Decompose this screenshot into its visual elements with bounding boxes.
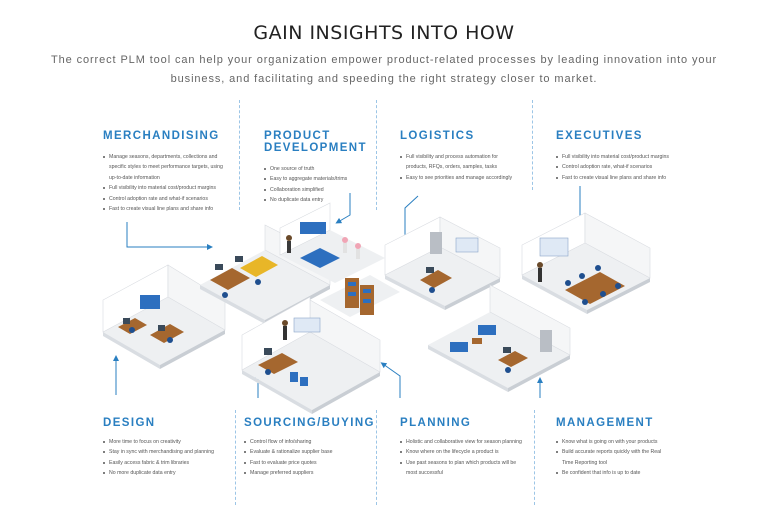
list-item: No more duplicate data entry — [103, 468, 228, 478]
section-title-line1: PRODUCT — [264, 130, 331, 142]
list-item: Stay in sync with merchandising and plan… — [103, 447, 228, 457]
connector-merchandising — [126, 222, 213, 250]
bullet-list: Control flow of info/sharing Evaluate & … — [244, 437, 369, 479]
bullet-list: Full visibility into material cost/produ… — [556, 152, 686, 183]
divider-top-1 — [239, 100, 240, 210]
list-item: Use past seasons to plan which products … — [400, 458, 528, 479]
list-item: Manage preferred suppliers — [244, 468, 369, 478]
section-title: MERCHANDISING — [103, 130, 220, 142]
page-subtitle: The correct PLM tool can help your organ… — [50, 54, 718, 85]
divider-bottom-3 — [534, 410, 535, 505]
list-item: Evaluate & rationalize supplier base — [244, 447, 369, 457]
list-item: Fast to create visual line plans and sha… — [556, 173, 686, 183]
list-item: Manage seasons, departments, collections… — [103, 152, 231, 183]
bullet-list: More time to focus on creativity Stay in… — [103, 437, 228, 479]
section-sourcing-buying: SOURCING/BUYING Control flow of info/sha… — [244, 417, 375, 479]
section-design: DESIGN More time to focus on creativity … — [103, 417, 228, 479]
bullet-list: Holistic and collaborative view for seas… — [400, 437, 528, 479]
bullet-list: Know what is going on with your products… — [556, 437, 671, 479]
section-title: PLANNING — [400, 417, 472, 429]
list-item: Full visibility and process automation f… — [400, 152, 520, 173]
room-management — [428, 284, 571, 392]
divider-bottom-1 — [235, 410, 236, 505]
bullet-list: One source of truth Easy to aggregate ma… — [264, 164, 374, 206]
list-item: Holistic and collaborative view for seas… — [400, 437, 528, 447]
section-title: LOGISTICS — [400, 130, 475, 142]
list-item: Collaboration simplified — [264, 185, 374, 195]
list-item: Build accurate reports quickly with the … — [556, 447, 671, 468]
section-title: MANAGEMENT — [556, 417, 654, 429]
list-item: Know where on the lifecycle a product is — [400, 447, 528, 457]
clothing-rack-icon — [140, 295, 160, 309]
section-planning: PLANNING Holistic and collaborative view… — [400, 417, 528, 479]
list-item: Easy to aggregate materials/trims — [264, 174, 374, 184]
bullet-list: Manage seasons, departments, collections… — [103, 152, 231, 214]
list-item: Easily access fabric & trim libraries — [103, 458, 228, 468]
room-sourcing — [241, 296, 381, 414]
room-shelves — [320, 275, 400, 317]
page-title: GAIN INSIGHTS INTO HOW — [253, 22, 515, 44]
section-title: DESIGN — [103, 417, 156, 429]
list-item: Fast to create visual line plans and sha… — [103, 204, 231, 214]
section-merchandising: MERCHANDISING Manage seasons, department… — [103, 130, 231, 214]
room-product-development — [279, 202, 385, 283]
section-title-line2: DEVELOPMENT — [264, 142, 367, 154]
section-title: EXECUTIVES — [556, 130, 643, 142]
divider-bottom-2 — [376, 410, 377, 505]
list-item: Control adoption rate and what-if scenar… — [103, 194, 231, 204]
room-design — [102, 264, 226, 369]
divider-top-3 — [532, 100, 533, 190]
list-item: Be confident that info is up to date — [556, 468, 671, 478]
section-title: SOURCING/BUYING — [244, 417, 375, 429]
list-item: No duplicate data entry — [264, 195, 374, 205]
section-executives: EXECUTIVES Full visibility into material… — [556, 130, 686, 183]
list-item: Fast to evaluate price quotes — [244, 458, 369, 468]
sofa-icon — [450, 342, 468, 352]
presentation-screen-icon — [539, 237, 569, 257]
section-logistics: LOGISTICS Full visibility and process au… — [400, 130, 520, 183]
wall-screen-icon — [455, 237, 479, 253]
list-item: One source of truth — [264, 164, 374, 174]
filing-cabinet-icon — [430, 232, 442, 254]
list-item: Full visibility into material cost/produ… — [556, 152, 686, 162]
divider-top-2 — [376, 100, 377, 210]
connector-planning — [380, 362, 401, 398]
world-map-icon — [293, 317, 321, 333]
list-item: Control flow of info/sharing — [244, 437, 369, 447]
connector-product-development — [335, 193, 351, 224]
garment-rack-icon — [300, 222, 326, 234]
room-executives — [521, 212, 651, 314]
list-item: Full visibility into material cost/produ… — [103, 183, 231, 193]
list-item: Easy to see priorities and manage accord… — [400, 173, 520, 183]
room-logistics — [384, 216, 501, 310]
list-item: More time to focus on creativity — [103, 437, 228, 447]
section-management: MANAGEMENT Know what is going on with yo… — [556, 417, 671, 479]
filing-cabinet-icon — [540, 330, 552, 352]
list-item: Know what is going on with your products — [556, 437, 671, 447]
bullet-list: Full visibility and process automation f… — [400, 152, 520, 183]
list-item: Control adoption rate, what-if scenarios — [556, 162, 686, 172]
